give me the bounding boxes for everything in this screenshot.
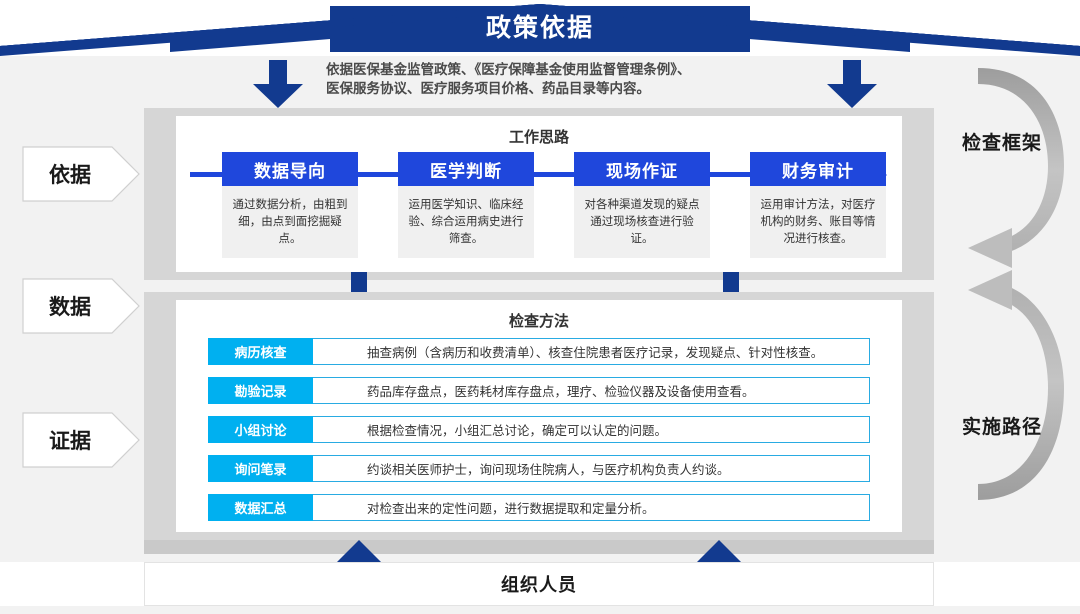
method-row-2[interactable]: 勘验记录 药品库存盘点，医药耗材库存盘点，理疗、检验仪器及设备使用查看。 <box>208 377 870 404</box>
method-row-3-desc: 根据检查情况，小组汇总讨论，确定可以认定的问题。 <box>313 416 870 443</box>
banner-chevron-shape <box>0 4 1080 56</box>
policy-banner: 政策依据 <box>0 0 1080 56</box>
flow-step-4[interactable]: 财务审计 运用审计方法，对医疗机构的财务、账目等情况进行核查。 <box>750 152 886 258</box>
banner-title: 政策依据 <box>485 14 594 42</box>
down-arrow-icon-top-right <box>827 60 877 108</box>
method-row-1-desc: 抽查病例（含病历和收费清单）、核查住院患者医疗记录，发现疑点、针对性核查。 <box>313 338 870 365</box>
chevron-right-icon-1 <box>22 146 140 202</box>
method-row-4[interactable]: 询问笔录 约谈相关医师护士，询问现场住院病人，与医疗机构负责人约谈。 <box>208 455 870 482</box>
bottom-bar-organization: 组织人员 <box>144 562 934 606</box>
left-chevron-2[interactable]: 数据 <box>22 278 140 334</box>
up-arrow-icon-left <box>337 540 381 581</box>
method-row-3-tag: 小组讨论 <box>208 416 313 443</box>
flow-step-4-head: 财务审计 <box>750 152 886 186</box>
curved-arrow-icon-framework <box>968 68 1064 268</box>
flow-step-3[interactable]: 现场作证 对各种渠道发现的疑点通过现场核查进行验证。 <box>574 152 710 258</box>
policy-note: 依据医保基金监管政策、《医疗保障基金使用监督管理条例》、 医保服务协议、医疗服务… <box>326 60 826 98</box>
method-row-2-tag: 勘验记录 <box>208 377 313 404</box>
left-chevron-1-label: 依据 <box>49 164 91 187</box>
left-chevron-1[interactable]: 依据 <box>22 146 140 202</box>
method-row-3[interactable]: 小组讨论 根据检查情况，小组汇总讨论，确定可以认定的问题。 <box>208 416 870 443</box>
up-arrow-icon-right <box>697 540 741 581</box>
framework-panel-title: 工作思路 <box>508 129 569 146</box>
method-row-2-desc: 药品库存盘点，医药耗材库存盘点，理疗、检验仪器及设备使用查看。 <box>313 377 870 404</box>
method-row-1[interactable]: 病历核查 抽查病例（含病历和收费清单）、核查住院患者医疗记录，发现疑点、针对性核… <box>208 338 870 365</box>
left-chevron-2-label: 数据 <box>49 296 91 319</box>
flow-step-2[interactable]: 医学判断 运用医学知识、临床经验、综合运用病史进行筛查。 <box>398 152 534 258</box>
policy-note-line-2: 医保服务协议、医疗服务项目价格、药品目录等内容。 <box>326 81 650 96</box>
method-row-5[interactable]: 数据汇总 对检查出来的定性问题，进行数据提取和定量分析。 <box>208 494 870 521</box>
flow-step-4-body: 运用审计方法，对医疗机构的财务、账目等情况进行核查。 <box>750 186 886 258</box>
flow-step-3-head: 现场作证 <box>574 152 710 186</box>
policy-note-line-1: 依据医保基金监管政策、《医疗保障基金使用监督管理条例》、 <box>326 62 691 77</box>
flow-step-3-body: 对各种渠道发现的疑点通过现场核查进行验证。 <box>574 186 710 258</box>
flow-step-2-body: 运用医学知识、临床经验、综合运用病史进行筛查。 <box>398 186 534 258</box>
framework-panel-inner: 工作思路 数据导向 通过数据分析，由粗到细，由点到面挖掘疑点。 医学判断 运用医… <box>176 116 902 272</box>
method-row-5-tag: 数据汇总 <box>208 494 313 521</box>
methods-panel: 检查方法 病历核查 抽查病例（含病历和收费清单）、核查住院患者医疗记录，发现疑点… <box>144 292 934 540</box>
bottom-gray-strip <box>144 540 934 554</box>
down-arrow-icon-top-left <box>253 60 303 108</box>
method-row-1-tag: 病历核查 <box>208 338 313 365</box>
method-row-4-tag: 询问笔录 <box>208 455 313 482</box>
flow-step-1[interactable]: 数据导向 通过数据分析，由粗到细，由点到面挖掘疑点。 <box>222 152 358 258</box>
right-label-path: 实施路径 <box>962 417 1043 438</box>
left-chevron-3[interactable]: 证据 <box>22 412 140 468</box>
right-label-framework: 检查框架 <box>962 133 1043 154</box>
method-row-5-desc: 对检查出来的定性问题，进行数据提取和定量分析。 <box>313 494 870 521</box>
chevron-right-icon-2 <box>22 278 140 334</box>
flow-step-1-body: 通过数据分析，由粗到细，由点到面挖掘疑点。 <box>222 186 358 258</box>
flow-step-1-head: 数据导向 <box>222 152 358 186</box>
method-row-4-desc: 约谈相关医师护士，询问现场住院病人，与医疗机构负责人约谈。 <box>313 455 870 482</box>
methods-panel-title: 检查方法 <box>508 313 569 330</box>
framework-panel: 工作思路 数据导向 通过数据分析，由粗到细，由点到面挖掘疑点。 医学判断 运用医… <box>144 108 934 280</box>
curved-arrow-icon-path <box>968 270 1064 500</box>
methods-panel-inner: 检查方法 病历核查 抽查病例（含病历和收费清单）、核查住院患者医疗记录，发现疑点… <box>176 300 902 532</box>
left-chevron-3-label: 证据 <box>49 430 91 453</box>
chevron-right-icon-3 <box>22 412 140 468</box>
flow-step-2-head: 医学判断 <box>398 152 534 186</box>
